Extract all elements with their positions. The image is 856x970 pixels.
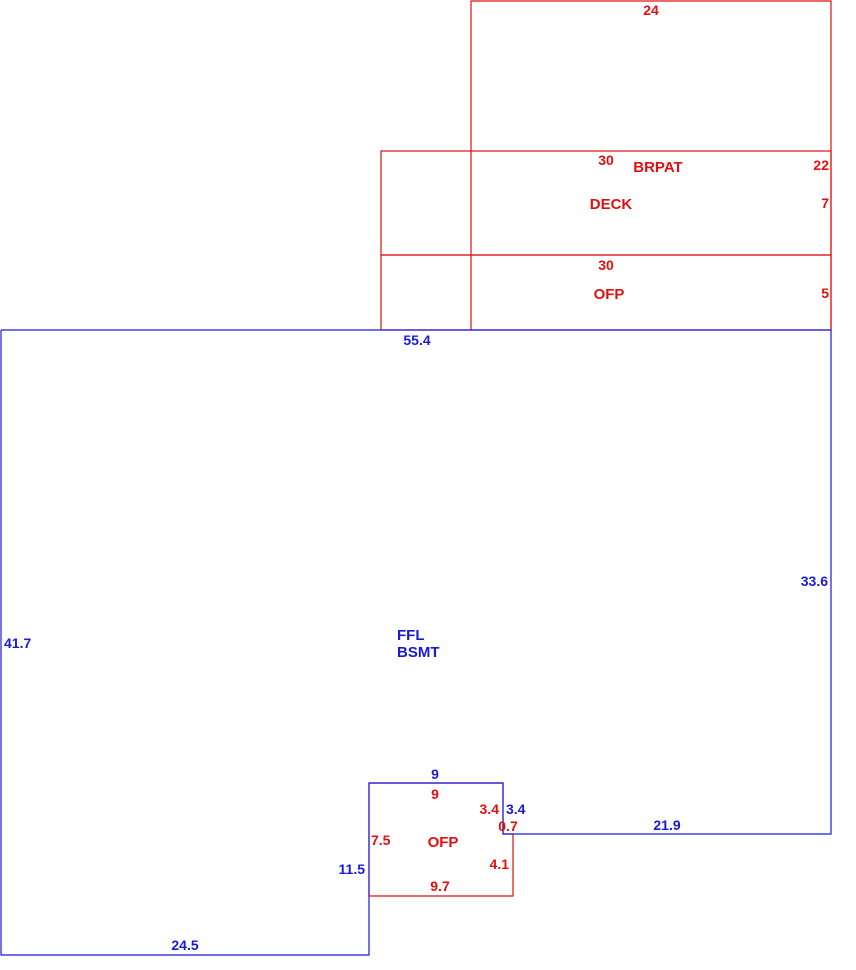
- ofp-lower-right-step-dimension: 0.7: [498, 818, 518, 834]
- ofp-lower-right-lower-dimension: 4.1: [490, 856, 510, 872]
- exterior-areas: [368, 0, 832, 897]
- main-right-dimension: 33.6: [801, 573, 828, 589]
- main-area-outline: [0, 329, 832, 956]
- main-step-bottom-dimension: 21.9: [653, 817, 680, 833]
- ofp-lower-right-upper-dimension: 3.4: [480, 801, 500, 817]
- ofp-upper-top-dimension: 30: [598, 257, 614, 273]
- ofp-lower-bottom-dimension: 9.7: [430, 878, 450, 894]
- main-top-dimension: 55.4: [403, 332, 430, 348]
- brpat-right-dimension: 22: [813, 157, 829, 173]
- ofp-upper-label: OFP: [594, 286, 625, 303]
- ofp-lower-left-dimension: 7.5: [371, 832, 391, 848]
- deck-right-dimension: 7: [821, 195, 829, 211]
- deck-label: DECK: [590, 196, 633, 213]
- ofp-lower-top-dimension: 9: [431, 786, 439, 802]
- upper-box-top-dimension: 24: [643, 2, 659, 18]
- main-notch-left-dimension: 11.5: [339, 861, 366, 877]
- main-notch-top-dimension: 9: [431, 766, 439, 782]
- brpat-top-dimension: 30: [598, 152, 614, 168]
- main-area-label-line-2: BSMT: [397, 644, 440, 661]
- main-notch-right-dimension: 3.4: [506, 801, 526, 817]
- main-area-label-line-1: FFL: [397, 627, 425, 644]
- ofp-upper-right-dimension: 5: [821, 285, 829, 301]
- main-bottom-dimension: 24.5: [171, 937, 198, 953]
- main-left-dimension: 41.7: [4, 635, 31, 651]
- ofp-lower-label: OFP: [428, 834, 459, 851]
- brpat-label: BRPAT: [633, 159, 682, 176]
